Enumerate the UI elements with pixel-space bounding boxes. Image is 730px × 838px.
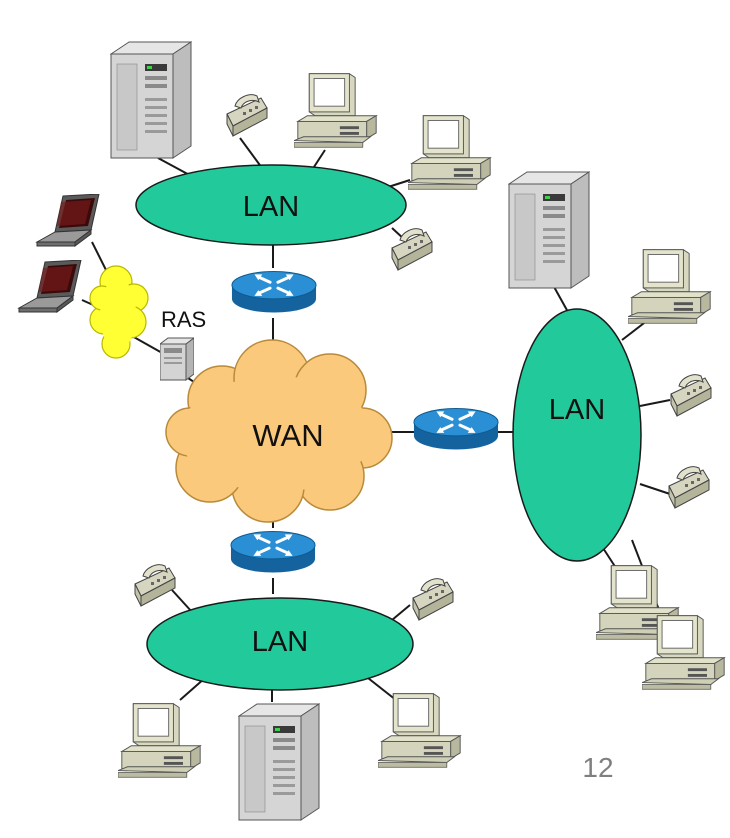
- link-phone-bottom-lan-1: [171, 589, 193, 613]
- desktop-top-1-icon: [294, 73, 377, 148]
- lan-right-label: LAN: [549, 394, 605, 426]
- link-phone-right-lan-2: [639, 483, 671, 495]
- lan-top-ellipse: [135, 164, 407, 246]
- server-top-icon: [110, 41, 192, 159]
- ras-label: RAS: [161, 307, 206, 332]
- desktop-bottom-1-icon: [118, 703, 201, 778]
- link-pc-bottom-lan-2: [367, 677, 397, 701]
- telephone-right-1-icon: [670, 374, 712, 417]
- link-pc-right-lan-2: [602, 547, 617, 569]
- server-bottom-icon: [238, 703, 320, 821]
- link-phone-bottom-lan-2: [391, 604, 411, 621]
- wan-cloud-fill: [180, 376, 372, 492]
- telephone-right-2-icon: [668, 466, 710, 509]
- link-cloud-ras: [131, 335, 165, 355]
- router-right-icon: [412, 406, 500, 452]
- laptop-1-icon: [36, 194, 100, 247]
- lan-bottom-ellipse: [146, 597, 414, 691]
- link-phone-right-lan-1: [639, 399, 671, 407]
- telephone-top-2-icon: [391, 228, 433, 271]
- wan-label: WAN: [252, 418, 323, 453]
- lan-right-ellipse: [512, 308, 642, 562]
- page-number: 12: [582, 752, 613, 783]
- telephone-bottom-1-icon: [134, 564, 176, 607]
- link-phone-top-lan: [239, 137, 263, 169]
- server-right-icon: [508, 171, 590, 289]
- desktop-top-2-icon: [408, 115, 491, 190]
- router-bottom-icon: [229, 529, 317, 575]
- router-top-icon: [230, 269, 318, 315]
- link-server-right-lan: [552, 284, 569, 313]
- dialup-cloud-fill: [100, 278, 136, 350]
- lan-bottom-label: LAN: [252, 626, 308, 658]
- ras-server-icon: [160, 337, 194, 381]
- telephone-top-1-icon: [226, 94, 268, 137]
- laptop-2-icon: [18, 260, 82, 313]
- desktop-right-1-icon: [628, 249, 711, 324]
- lan-top-label: LAN: [243, 191, 299, 223]
- telephone-bottom-2-icon: [412, 578, 454, 621]
- desktop-bottom-2-icon: [378, 693, 461, 768]
